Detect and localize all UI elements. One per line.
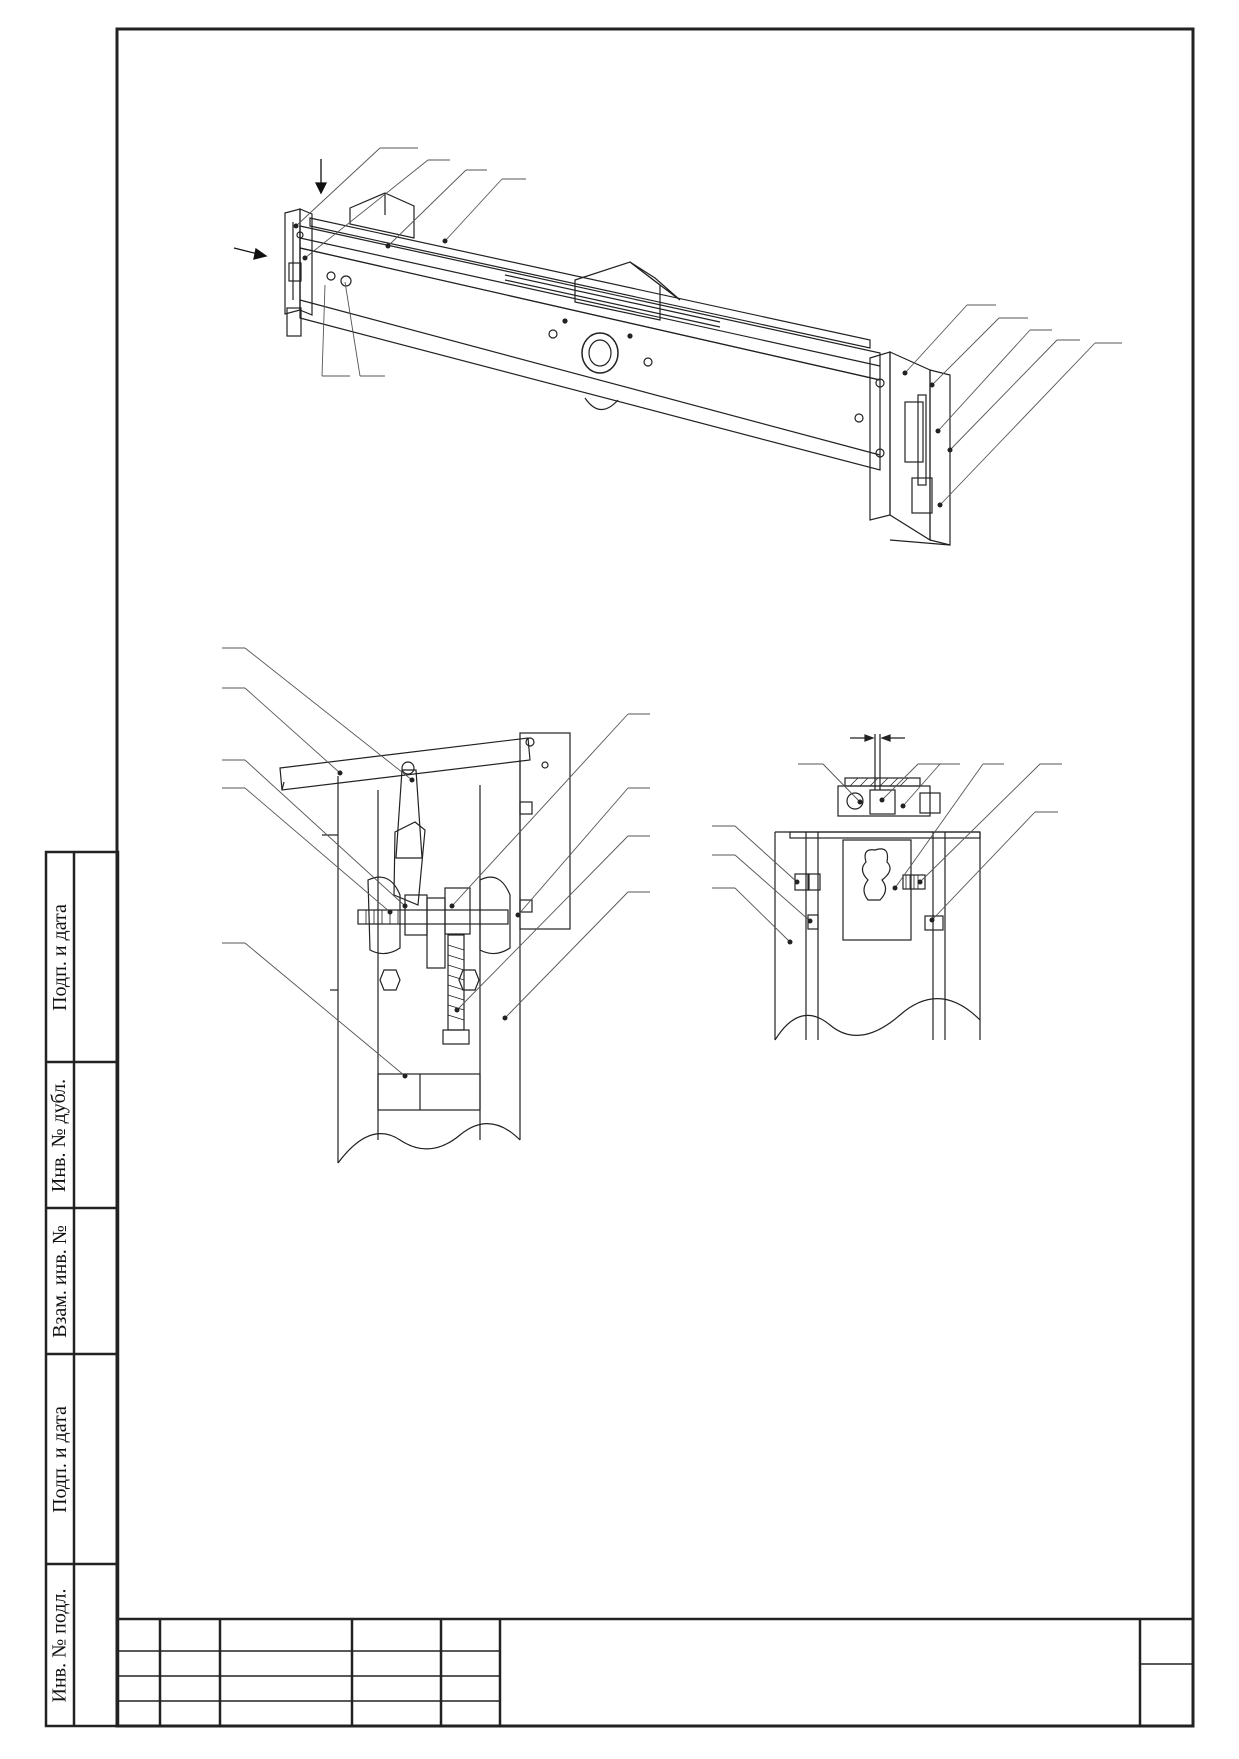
side-stamp-label-4: Подп. и дата xyxy=(47,1354,73,1564)
leader-dots-view-1 xyxy=(293,223,953,508)
leader-dots-view-3 xyxy=(787,797,935,945)
drawing-frame xyxy=(115,27,1195,1728)
side-stamp-label-3: Взам. инв. № xyxy=(47,1208,73,1354)
leader-lines-view-2 xyxy=(222,647,650,1077)
leader-lines-view-3 xyxy=(712,763,1062,943)
side-stamp-label-5: Инв. № подл. xyxy=(47,1564,73,1726)
side-stamp-text: Взам. инв. № xyxy=(48,1224,71,1338)
front-section-view xyxy=(279,732,571,1164)
direction-arrows xyxy=(233,159,328,260)
title-block xyxy=(117,1617,1193,1726)
side-stamp-text: Подп. и дата xyxy=(48,903,71,1011)
side-section-view xyxy=(774,734,981,1041)
leader-lines-view-1 xyxy=(295,147,1122,506)
side-stamp-label-2: Инв. № дубл. xyxy=(47,1062,73,1208)
side-stamp-text: Инв. № дубл. xyxy=(48,1078,71,1192)
isometric-assembly-view xyxy=(284,192,951,546)
side-stamp-label-1: Подп. и дата xyxy=(47,852,73,1062)
side-stamp-text: Подп. и дата xyxy=(48,1405,71,1513)
side-stamp-text: Инв. № подл. xyxy=(48,1588,71,1702)
leader-dots-view-2 xyxy=(337,770,521,1079)
side-stamp-grid xyxy=(44,850,120,1728)
